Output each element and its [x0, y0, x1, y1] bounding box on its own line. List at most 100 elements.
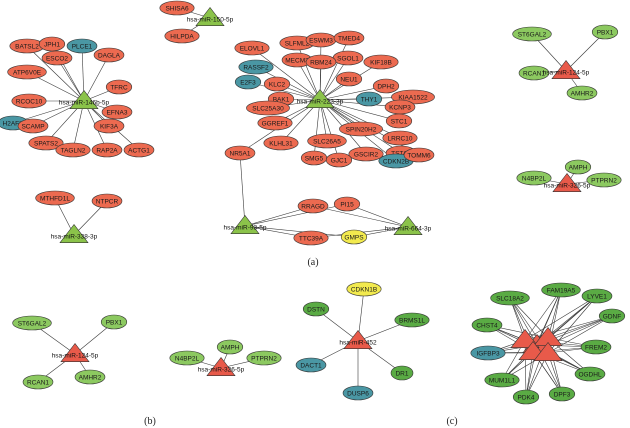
gene-node-dpf3[interactable]: DPF3	[548, 386, 576, 402]
gene-node-neu1[interactable]: NEU1	[335, 71, 363, 87]
gene-node-amhr2[interactable]: AMHR2	[566, 85, 598, 101]
gene-node-sgol1[interactable]: SGOL1	[332, 50, 364, 66]
gene-node-kif3a[interactable]: KIF3A	[93, 118, 125, 134]
gene-node-gdnf[interactable]: GDNF	[598, 308, 626, 324]
gene-node-dstn[interactable]: DSTN	[302, 301, 330, 317]
gene-node-efna3[interactable]: EFNA3	[101, 104, 133, 120]
gene-node-frem2[interactable]: FREM2	[580, 339, 612, 355]
gene-node-fam19a5[interactable]: FAM19A5	[541, 282, 581, 298]
gene-node-rbm24[interactable]: RBM24	[305, 54, 337, 70]
mirna-node-hsa-mir-452[interactable]: hsa-miR-452	[339, 330, 377, 350]
gene-node-elovl1[interactable]: ELOVL1	[234, 40, 270, 56]
gene-node-n4bp2l[interactable]: N4BP2L	[516, 170, 552, 186]
gene-node-batsl2[interactable]: BATSL2	[9, 38, 45, 54]
gene-node-mthfd1l[interactable]: MTHFD1L	[35, 190, 75, 206]
gene-node-ogdhl[interactable]: OGDHL	[574, 366, 606, 382]
gene-node-dr1[interactable]: DR1	[390, 365, 414, 381]
gene-node-shape	[470, 345, 506, 361]
gene-node-amph[interactable]: AMPH	[564, 159, 592, 175]
mirna-node-hsa-mir-124-5p[interactable]: hsa-miR-124-5p	[52, 343, 99, 363]
gene-node-cdkn1b[interactable]: CDKN1B	[346, 281, 382, 297]
mirna-node-hsa-mir-338-3p[interactable]: hsa-miR-338-3p	[51, 224, 98, 243]
gene-node-kif18b[interactable]: KIF18B	[363, 54, 399, 70]
gene-node-ptprn2[interactable]: PTPRN2	[246, 350, 282, 366]
gene-node-st6gal2[interactable]: ST6GAL2	[12, 315, 52, 331]
mirna-node-hsa-mir-124-5p[interactable]: hsa-miR-124-5p	[543, 60, 590, 79]
gene-node-jph1[interactable]: JPH1	[38, 36, 66, 52]
gene-node-rcoc10[interactable]: RCOC10	[11, 93, 47, 109]
gene-node-plce1[interactable]: PLCE1	[66, 38, 98, 54]
gene-node-mum1l1[interactable]: MUM1L1	[484, 372, 520, 388]
gene-node-ttc39a[interactable]: TTC39A	[293, 230, 329, 246]
gene-node-shape	[580, 339, 612, 355]
mirna-node-hsa-mir-223-3p[interactable]: hsa-miR-223-3p	[297, 89, 344, 108]
mirna-node-hsa-mir-326-5p[interactable]: hsa-miR-326-5p	[198, 357, 245, 377]
gene-node-amhr2[interactable]: AMHR2	[74, 369, 106, 385]
gene-node-brms1l[interactable]: BRMS1L	[394, 312, 430, 328]
gene-node-rcan1[interactable]: RCAN1	[518, 65, 550, 81]
gene-node-eswm3[interactable]: ESWM3	[305, 32, 337, 48]
gene-node-klc2[interactable]: KLC2	[263, 76, 291, 92]
gene-node-actg1[interactable]: ACTG1	[123, 142, 155, 158]
gene-node-tfrc[interactable]: TFRC	[105, 79, 133, 95]
gene-node-chst4[interactable]: CHST4	[471, 317, 503, 333]
gene-node-stc1[interactable]: STC1	[385, 113, 413, 129]
gene-node-label: RASSF2	[243, 64, 269, 71]
gene-node-dusp6[interactable]: DUSP6	[342, 385, 374, 401]
mirna-node-hsa-mir-93-5p[interactable]: hsa-miR-93-5p	[224, 215, 267, 234]
cluster-mirna-triangle-3[interactable]	[533, 342, 563, 362]
gene-node-n4bp2l[interactable]: N4BP2L	[169, 350, 205, 366]
gene-node-rap2a[interactable]: RAP2A	[91, 142, 123, 158]
gene-node-e2f3[interactable]: E2F3	[234, 74, 262, 90]
gene-node-klhl31[interactable]: KLHL31	[263, 135, 299, 151]
gene-node-label: LRRC10	[388, 135, 413, 142]
gene-node-label: STC1	[391, 118, 408, 125]
mirna-node-hsa-mir-664-3p[interactable]: hsa-miR-664-3p	[385, 216, 432, 235]
gene-node-label: RAP2A	[96, 147, 118, 154]
gene-node-slc26a5[interactable]: SLC26A5	[307, 133, 347, 149]
gene-node-rassf2[interactable]: RASSF2	[238, 59, 274, 75]
gene-node-spats2[interactable]: SPATS2	[28, 135, 64, 151]
gene-node-ntpcr[interactable]: NTPCR	[91, 193, 123, 209]
gene-node-slc25a30[interactable]: SLC25A30	[246, 100, 290, 116]
gene-node-label: KCNP3	[389, 104, 411, 111]
gene-node-gscir2[interactable]: GSCIR2	[348, 146, 384, 162]
gene-node-dph2[interactable]: DPH2	[372, 78, 400, 94]
gene-node-nr5a1[interactable]: NR5A1	[224, 145, 256, 161]
mirna-node-hsa-mir-150-5p[interactable]: hsa-miR-150-5p	[187, 7, 234, 27]
gene-node-dagla[interactable]: DAGLA	[93, 47, 125, 63]
gene-node-gjc1[interactable]: GJC1	[325, 152, 353, 168]
gene-node-ggref1[interactable]: GGREF1	[257, 115, 293, 131]
mirna-node-hsa-mir-146b-5p[interactable]: hsa-miR-146b-5p	[59, 90, 110, 109]
gene-node-rcan1[interactable]: RCAN1	[22, 374, 54, 390]
gene-node-atp6v0e[interactable]: ATP6V0E	[7, 64, 47, 80]
gene-node-gmps[interactable]: GMPS	[340, 229, 368, 245]
mirna-node-hsa-mir-326-5p[interactable]: hsa-miR-326-5p	[544, 173, 591, 192]
gene-node-igfbp3[interactable]: IGFBP3	[470, 345, 506, 361]
gene-node-spin20h2[interactable]: SPIN20H2	[339, 121, 383, 137]
gene-node-tmed4[interactable]: TMED4	[333, 30, 365, 46]
gene-node-lyve1[interactable]: LYVE1	[581, 288, 613, 304]
gene-node-kcnp3[interactable]: KCNP3	[384, 99, 416, 115]
gene-node-lrrc10[interactable]: LRRC10	[382, 130, 418, 146]
gene-node-label: GDNF	[603, 313, 621, 320]
gene-node-amph[interactable]: AMPH	[216, 339, 244, 355]
gene-node-shisa6[interactable]: SHISA6	[159, 0, 195, 16]
gene-node-ptprn2[interactable]: PTPRN2	[586, 172, 622, 188]
gene-node-st6gal2[interactable]: ST6GAL2	[512, 26, 552, 42]
gene-node-tomm6[interactable]: TOMM6	[403, 147, 435, 163]
gene-node-slc18a2[interactable]: SLC18A2	[490, 290, 530, 306]
gene-node-smg5[interactable]: SMG5	[300, 150, 328, 166]
gene-node-pi15[interactable]: PI15	[333, 196, 361, 212]
gene-node-scamp[interactable]: SCAMP	[17, 118, 49, 134]
gene-node-pbx1[interactable]: PBX1	[591, 24, 619, 40]
gene-node-pbx1[interactable]: PBX1	[100, 314, 128, 330]
gene-node-rragd[interactable]: RRAGD	[297, 198, 329, 214]
gene-node-thy1[interactable]: THY1	[355, 91, 383, 107]
gene-node-tagln2[interactable]: TAGLN2	[55, 142, 91, 158]
gene-node-shape	[263, 135, 299, 151]
gene-node-esco2[interactable]: ESCO2	[41, 50, 73, 66]
gene-node-pdk4[interactable]: PDK4	[512, 389, 540, 405]
gene-node-dact1[interactable]: DACT1	[295, 357, 327, 373]
gene-node-hilpda[interactable]: HILPDA	[164, 28, 200, 44]
